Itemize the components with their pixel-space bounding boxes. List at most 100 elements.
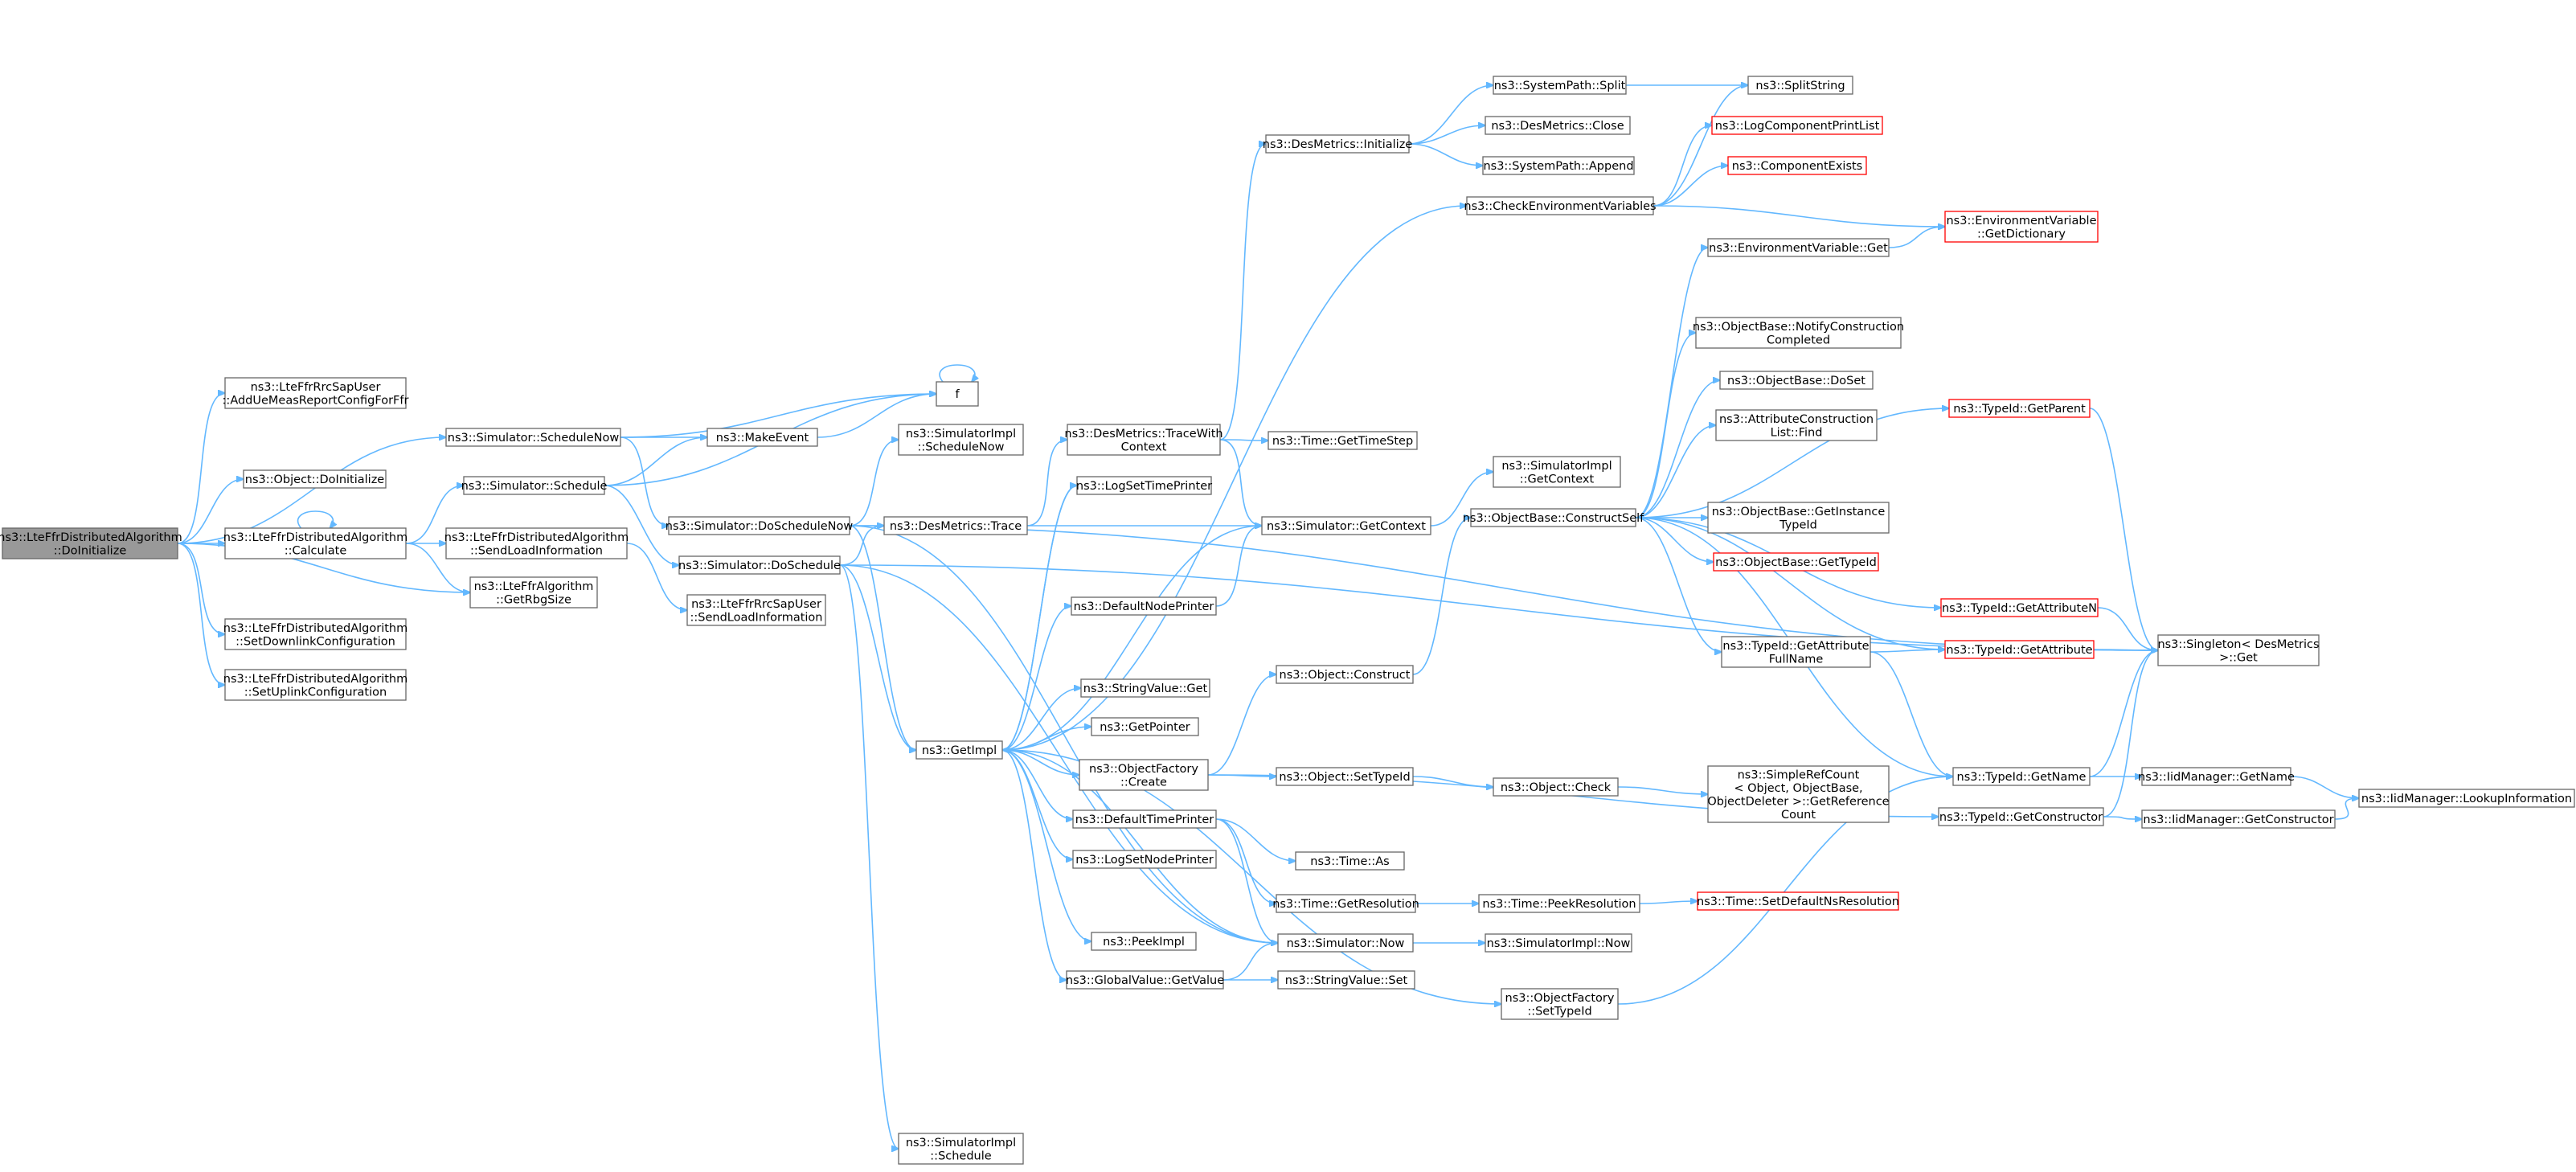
node-compexists[interactable]: ns3::ComponentExists (1727, 156, 1867, 175)
node-lookup[interactable]: ns3::IidManager::LookupInformation (2358, 789, 2575, 808)
node-notifyc[interactable]: ns3::ObjectBase::NotifyConstructionCompl… (1693, 317, 1904, 349)
node-label: Context (1121, 441, 1167, 453)
node-schednow[interactable]: ns3::Simulator::ScheduleNow (445, 428, 621, 447)
edge-defnode-to-getctx (1215, 526, 1262, 607)
node-box (1493, 76, 1627, 95)
edge-iidctor-to-lookup (2334, 798, 2359, 820)
node-label: ns3::DesMetrics::Close (1491, 120, 1624, 133)
node-refcount[interactable]: ns3::SimpleRefCount< Object, ObjectBase,… (1707, 765, 1890, 823)
node-dosched[interactable]: ns3::Simulator::DoSchedule (678, 555, 841, 575)
node-implschednow[interactable]: ns3::SimulatorImpl::ScheduleNow (898, 424, 1024, 456)
node-strget[interactable]: ns3::StringValue::Get (1080, 678, 1210, 698)
node-logprint[interactable]: ns3::LogComponentPrintList (1711, 116, 1883, 135)
node-setul[interactable]: ns3::LteFfrDistributedAlgorithm::SetUpli… (223, 669, 407, 701)
node-timestep[interactable]: ns3::Time::GetTimeStep (1268, 431, 1418, 450)
node-f[interactable]: f (936, 381, 979, 407)
node-setdl[interactable]: ns3::LteFfrDistributedAlgorithm::SetDown… (223, 618, 407, 650)
node-objinit[interactable]: ns3::Object::DoInitialize (243, 469, 387, 489)
node-getimpl[interactable]: ns3::GetImpl (915, 740, 1003, 760)
node-iidctor[interactable]: ns3::IidManager::GetConstructor (2141, 809, 2336, 829)
node-envget[interactable]: ns3::EnvironmentVariable::Get (1707, 238, 1890, 257)
node-getctx[interactable]: ns3::Simulator::GetContext (1261, 516, 1431, 535)
node-objconstruct[interactable]: ns3::Object::Construct (1276, 665, 1414, 684)
node-label: ns3::AttributeConstruction (1719, 413, 1874, 426)
node-label: ::GetRbgSize (496, 593, 571, 606)
node-peekimpl[interactable]: ns3::PeekImpl (1091, 932, 1197, 951)
node-ofsettid[interactable]: ns3::ObjectFactory::SetTypeId (1501, 988, 1619, 1020)
node-label: ns3::SimulatorImpl (1501, 460, 1612, 473)
node-label: ::SetUplinkConfiguration (244, 686, 387, 699)
node-setdefres[interactable]: ns3::Time::SetDefaultNsResolution (1697, 891, 1899, 911)
node-lognode[interactable]: ns3::LogSetNodePrinter (1072, 850, 1217, 869)
node-implgetctx[interactable]: ns3::SimulatorImpl::GetContext (1493, 456, 1621, 488)
node-calculate[interactable]: ns3::LteFfrDistributedAlgorithm::Calcula… (223, 527, 407, 559)
edge-tidgetname-to-singleton (2089, 650, 2158, 777)
node-label: ns3::TypeId::GetAttribute (1946, 644, 2092, 657)
node-objcheck[interactable]: ns3::Object::Check (1493, 777, 1619, 797)
node-append[interactable]: ns3::SystemPath::Append (1482, 156, 1635, 175)
node-label: ::SendLoadInformation (470, 544, 603, 557)
node-tidgetname[interactable]: ns3::TypeId::GetName (1952, 767, 2091, 786)
node-sapsendload[interactable]: ns3::LteFfrRrcSapUser::SendLoadInformati… (686, 594, 826, 626)
edge-desinit-to-split (1408, 85, 1493, 145)
node-objsettid[interactable]: ns3::Object::SetTypeId (1276, 767, 1414, 786)
node-label: ns3::DesMetrics::TraceWith (1064, 428, 1222, 441)
node-strset[interactable]: ns3::StringValue::Set (1277, 970, 1415, 990)
node-schedule[interactable]: ns3::Simulator::Schedule (461, 476, 608, 495)
node-box (1276, 665, 1414, 684)
node-getrbg[interactable]: ns3::LteFfrAlgorithm::GetRbgSize (469, 576, 598, 609)
node-label: ns3::Time::PeekResolution (1482, 898, 1636, 911)
node-getctor[interactable]: ns3::TypeId::GetConstructor (1938, 807, 2104, 826)
node-doschednow[interactable]: ns3::Simulator::DoScheduleNow (666, 516, 854, 535)
node-constructself[interactable]: ns3::ObjectBase::ConstructSelf (1463, 508, 1644, 527)
node-implsched[interactable]: ns3::SimulatorImpl::Schedule (898, 1133, 1024, 1165)
node-iidname[interactable]: ns3::IidManager::GetName (2138, 767, 2295, 786)
node-deftime[interactable]: ns3::DefaultTimePrinter (1072, 809, 1217, 829)
node-gvget[interactable]: ns3::GlobalValue::GetValue (1066, 970, 1224, 990)
node-box (1277, 933, 1414, 953)
node-root[interactable]: ns3::LteFfrDistributedAlgorithm::DoIniti… (0, 527, 182, 559)
node-obgettid[interactable]: ns3::ObjectBase::GetTypeId (1713, 552, 1879, 572)
node-getattr[interactable]: ns3::TypeId::GetAttribute (1944, 640, 2095, 659)
node-implnow[interactable]: ns3::SimulatorImpl::Now (1485, 933, 1632, 953)
node-defnode[interactable]: ns3::DefaultNodePrinter (1071, 596, 1217, 616)
node-doset[interactable]: ns3::ObjectBase::DoSet (1719, 371, 1874, 390)
node-label: f (955, 388, 960, 401)
node-simnow[interactable]: ns3::Simulator::Now (1277, 933, 1414, 953)
node-box (1938, 807, 2104, 826)
node-makeevent[interactable]: ns3::MakeEvent (706, 428, 818, 447)
node-box (1695, 317, 1902, 349)
node-destrace[interactable]: ns3::DesMetrics::Trace (883, 516, 1028, 535)
node-box (224, 669, 407, 701)
node-addue[interactable]: ns3::LteFfrRrcSapUser::AddUeMeasReportCo… (223, 377, 409, 409)
node-envdict[interactable]: ns3::EnvironmentVariable::GetDictionary (1944, 211, 2099, 243)
node-peekres[interactable]: ns3::Time::PeekResolution (1478, 894, 1640, 913)
node-label: ns3::LteFfrDistributedAlgorithm (223, 673, 407, 686)
node-split[interactable]: ns3::SystemPath::Split (1493, 76, 1627, 95)
node-label: ns3::Simulator::GetContext (1267, 520, 1426, 533)
node-box (1261, 516, 1431, 535)
node-splitstring[interactable]: ns3::SplitString (1747, 76, 1853, 95)
node-desclose[interactable]: ns3::DesMetrics::Close (1485, 116, 1631, 135)
node-logtime[interactable]: ns3::LogSetTimePrinter (1076, 476, 1212, 495)
node-timeas[interactable]: ns3::Time::As (1295, 851, 1405, 871)
edge-constructself-to-attrfull (1635, 517, 1722, 652)
node-getptr[interactable]: ns3::GetPointer (1091, 717, 1199, 736)
node-label: FullName (1769, 653, 1824, 666)
node-getres[interactable]: ns3::Time::GetResolution (1272, 894, 1419, 913)
node-getattrn[interactable]: ns3::TypeId::GetAttributeN (1940, 598, 2099, 617)
node-sendload[interactable]: ns3::LteFfrDistributedAlgorithm::SendLoa… (444, 527, 629, 559)
node-desinit[interactable]: ns3::DesMetrics::Initialize (1263, 134, 1413, 154)
node-singleton[interactable]: ns3::Singleton< DesMetrics>::Get (2157, 634, 2320, 666)
edge-ofcreate-to-objconstruct (1207, 674, 1276, 776)
node-ofcreate[interactable]: ns3::ObjectFactory::Create (1079, 759, 1209, 791)
node-getparent[interactable]: ns3::TypeId::GetParent (1948, 399, 2091, 418)
node-checkenv[interactable]: ns3::CheckEnvironmentVariables (1464, 196, 1657, 215)
node-box (1944, 640, 2095, 659)
edge-tracectx-to-timestep (1219, 440, 1268, 441)
edge-getattrn-to-singleton (2097, 607, 2158, 650)
